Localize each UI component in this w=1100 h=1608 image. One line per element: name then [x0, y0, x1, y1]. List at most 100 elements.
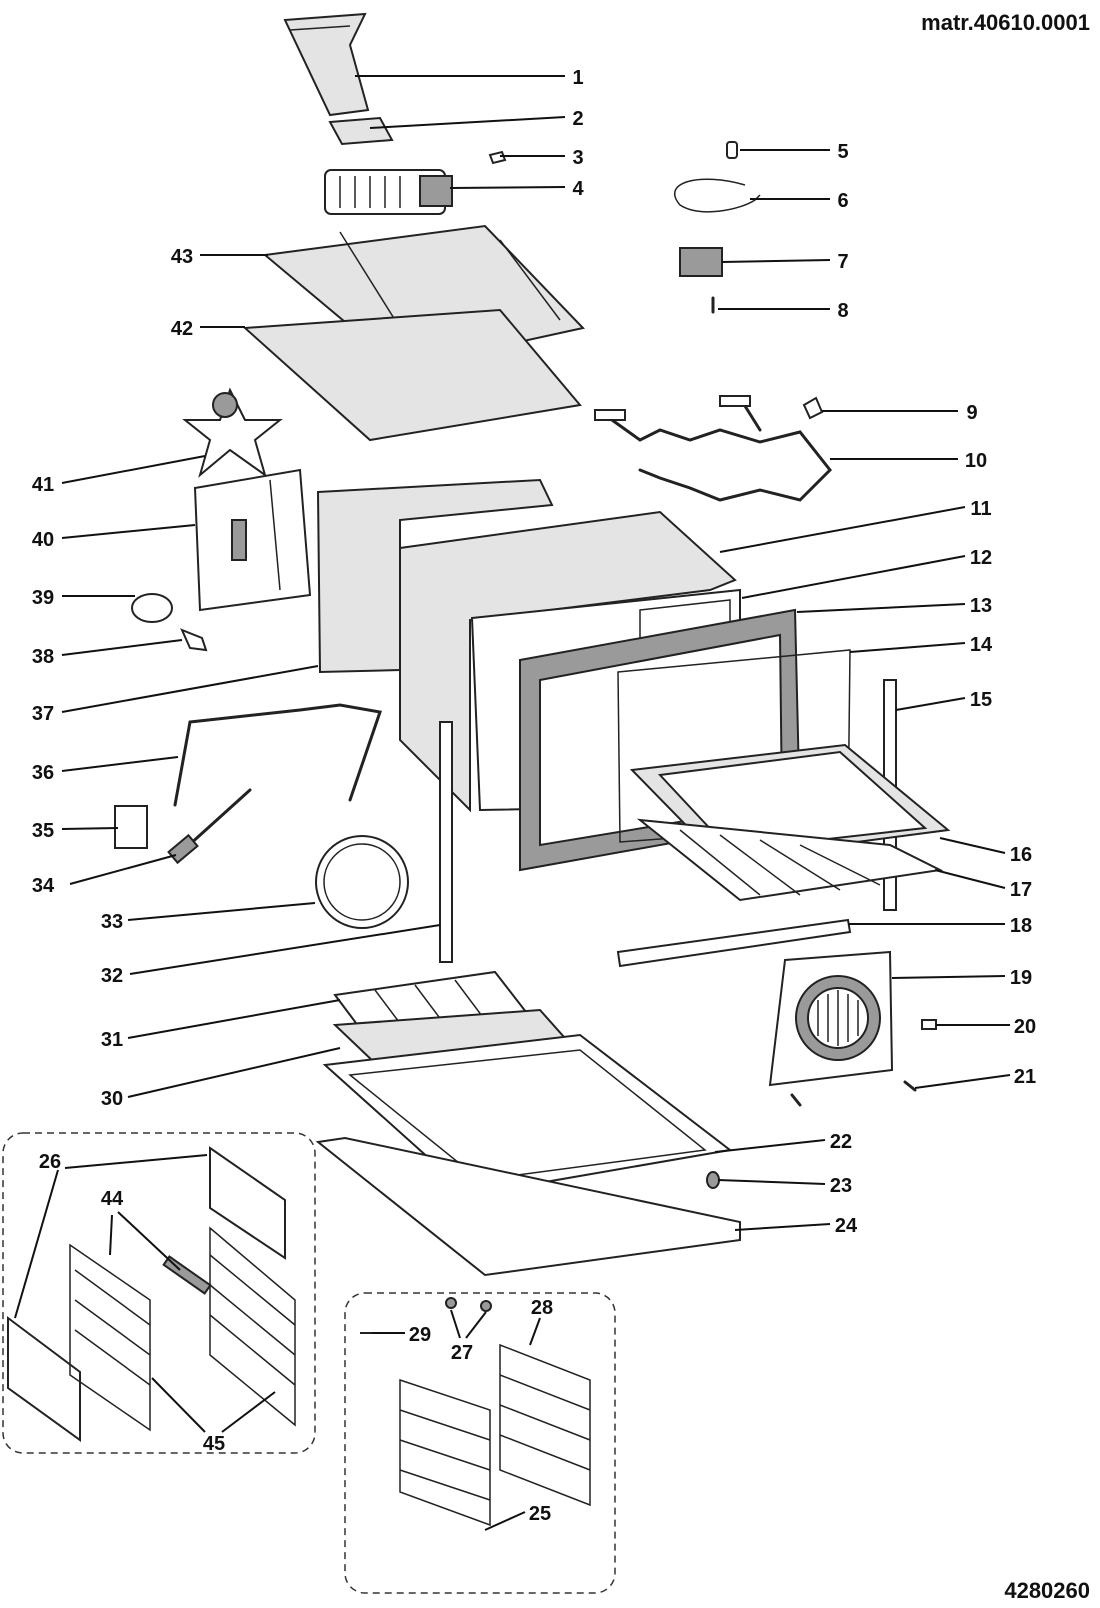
- leader-lines: [14, 75, 1011, 1531]
- callout-39: 39: [32, 587, 54, 609]
- callout-26: 26: [39, 1151, 61, 1173]
- detail-box-left: [2, 1132, 316, 1454]
- callout-20: 20: [1014, 1016, 1036, 1038]
- leader-23: [717, 1179, 826, 1185]
- leader-15: [895, 697, 966, 711]
- part-9-connector: [802, 396, 824, 420]
- callout-35: 35: [32, 820, 54, 842]
- callout-41: 41: [32, 474, 54, 496]
- part-17-rack: [636, 818, 944, 902]
- leader-44b: [117, 1211, 181, 1271]
- callout-4: 4: [572, 178, 584, 200]
- callout-42: 42: [171, 318, 193, 340]
- callout-38: 38: [32, 646, 54, 668]
- part-5-bulb: [726, 141, 738, 159]
- reference-top: matr.40610.0001: [921, 10, 1090, 35]
- callout-9: 9: [966, 402, 977, 424]
- callout-15: 15: [970, 689, 992, 711]
- leader-44a: [109, 1214, 113, 1256]
- leader-37: [61, 665, 319, 713]
- part-2-plate: [328, 116, 394, 146]
- leader-38: [61, 639, 183, 656]
- callout-34: 34: [32, 875, 55, 897]
- callout-32: 32: [101, 965, 123, 987]
- part-39-clamp: [131, 593, 173, 623]
- callout-31: 31: [101, 1029, 123, 1051]
- leader-27a: [450, 1309, 461, 1339]
- leader-7: [721, 259, 831, 263]
- callout-8: 8: [837, 300, 848, 322]
- part-23-foot: [706, 1171, 720, 1189]
- callout-19: 19: [1010, 967, 1032, 989]
- part-32-side-guide: [439, 721, 453, 963]
- callout-22: 22: [830, 1131, 852, 1153]
- callout-1: 1: [572, 67, 583, 89]
- leader-35: [61, 827, 119, 830]
- leader-24: [734, 1223, 831, 1231]
- part-24-bottom-panel: [315, 1136, 741, 1277]
- leader-12: [741, 555, 966, 599]
- callout-43: 43: [171, 246, 193, 268]
- part-41-fan-blade: [182, 387, 283, 478]
- leader-13: [796, 603, 966, 613]
- callout-27: 27: [451, 1342, 473, 1364]
- leader-28: [529, 1317, 541, 1346]
- leader-27b: [465, 1311, 487, 1339]
- part-21-screw: [790, 1080, 917, 1107]
- detail-box-right: [344, 1292, 616, 1594]
- part-1-duct: [283, 12, 370, 117]
- leader-31: [127, 999, 341, 1039]
- leader-26a: [64, 1154, 208, 1169]
- part-40-rear-frame: [193, 468, 312, 612]
- callout-2: 2: [572, 108, 583, 130]
- leader-30: [127, 1047, 341, 1098]
- leader-36: [61, 756, 179, 772]
- part-3-clip: [488, 150, 507, 165]
- callout-14: 14: [970, 634, 993, 656]
- leader-41: [61, 455, 206, 484]
- callout-29: 29: [409, 1324, 431, 1346]
- callout-44: 44: [101, 1188, 124, 1210]
- part-19-fan-cover: [768, 950, 894, 1087]
- callout-10: 10: [965, 450, 987, 472]
- callout-7: 7: [837, 251, 848, 273]
- part-35-thermostat: [114, 805, 148, 849]
- leader-26b: [14, 1169, 59, 1319]
- callout-25: 25: [529, 1503, 551, 1525]
- part-10-heating-element: [594, 395, 833, 502]
- callout-33: 33: [101, 911, 123, 933]
- callout-5: 5: [837, 141, 848, 163]
- leader-21: [914, 1074, 1011, 1089]
- callout-17: 17: [1010, 879, 1032, 901]
- leader-40: [61, 524, 196, 539]
- callout-12: 12: [970, 547, 992, 569]
- reference-bottom: 4280260: [1004, 1578, 1090, 1603]
- callout-3: 3: [572, 147, 583, 169]
- part-34-probe: [167, 788, 252, 865]
- callout-11: 11: [970, 498, 991, 520]
- callout-21: 21: [1014, 1066, 1036, 1088]
- leader-22: [714, 1139, 826, 1153]
- part-18-bar: [616, 918, 852, 968]
- leader-11: [719, 506, 966, 553]
- callout-30: 30: [101, 1088, 123, 1110]
- callout-labels: 1 2 3 4 5 6 7 8 9 10 11 12 13 14 15 16 1…: [32, 67, 1036, 1525]
- callout-45: 45: [203, 1433, 225, 1455]
- part-33-fan-ring: [315, 835, 409, 929]
- part-38-bushing: [180, 628, 208, 652]
- callout-6: 6: [837, 190, 848, 212]
- callout-23: 23: [830, 1175, 852, 1197]
- part-4-fan: [324, 169, 453, 215]
- callout-40: 40: [32, 529, 54, 551]
- callout-24: 24: [835, 1215, 858, 1237]
- leader-32: [129, 924, 441, 975]
- callout-18: 18: [1010, 915, 1032, 937]
- leader-17: [934, 869, 1006, 889]
- leader-45a: [151, 1377, 206, 1433]
- leader-4: [449, 186, 566, 189]
- leader-14: [849, 642, 966, 653]
- callout-37: 37: [32, 703, 54, 725]
- leader-19: [891, 975, 1006, 979]
